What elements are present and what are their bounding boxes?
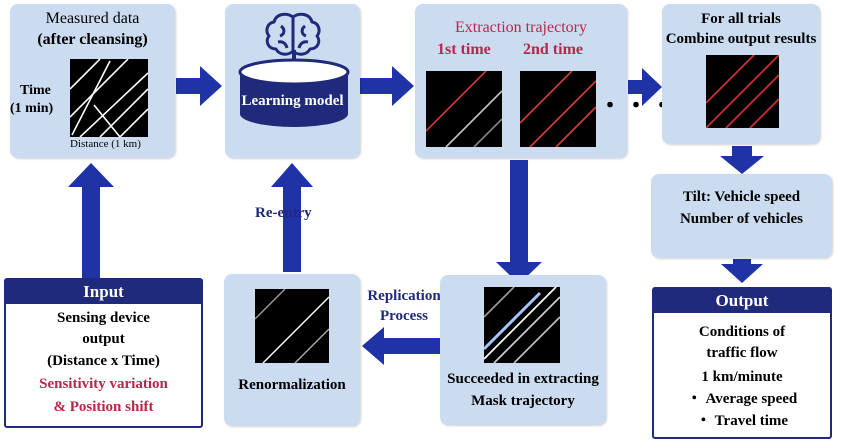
input-header: Input [6,280,201,304]
renormalization-image [255,289,329,363]
time-axis-unit: (1 min) [10,101,54,116]
output-line-4: ・ Average speed [686,391,798,407]
input-line-3: (Distance x Time) [47,353,160,369]
learning-model-panel: Learning model [225,4,360,158]
first-time-label: 1st time [437,41,491,58]
tilt-panel: Tilt: Vehicle speed Number of vehicles [651,174,832,258]
distance-axis-label: Distance (1 km) [70,138,141,150]
tilt-line-1: Tilt: Vehicle speed [682,189,801,205]
input-line-1: Sensing device [57,310,150,326]
learning-model-label: Learning model [241,93,344,109]
second-time-label: 2nd time [523,41,583,58]
succeeded-extraction-panel: Succeeded in extracting Mask trajectory [440,275,606,425]
arrow-extraction-to-succeeded [496,160,542,284]
arrow-succeeded-to-renormalization [362,327,440,365]
time-axis-label: Time [20,83,51,98]
combine-results-panel: For all trials Combine output results [662,4,820,144]
arrow-learning-to-extraction [360,66,414,106]
arrow-extraction-to-combine [628,68,662,106]
first-time-trajectory-image [426,71,502,147]
measured-data-subtitle: (after cleansing) [37,31,148,48]
more-trials-ellipsis: ・・・ [599,93,678,118]
second-time-trajectory-image [520,71,596,147]
arrow-measured-to-learning [176,66,222,106]
input-line-2: output [82,331,125,347]
arrow-tilt-to-output [721,259,763,283]
mask-trajectory-image [484,287,560,363]
measured-data-title: Measured data [45,10,140,27]
extraction-trajectory-panel: Extraction trajectory 1st time 2nd time … [415,4,673,158]
combine-line-2: Combine output results [665,31,817,47]
replication-label-line-2: Process [379,308,429,324]
database-cylinder-icon [238,58,350,127]
measured-data-panel: Measured data (after cleansing) Time (1 … [10,4,175,158]
re-entry-label: Re-entry [255,205,312,221]
renormalization-panel: Renormalization [224,274,360,426]
renormalization-label: Renormalization [238,377,346,393]
input-panel: Input Sensing device output (Distance x … [4,278,203,428]
measured-data-image [70,59,148,137]
brain-icon [265,12,321,62]
arrow-combine-to-tilt [720,146,764,174]
input-line-5: & Position shift [53,399,154,415]
arrow-renormalization-to-learning [271,163,313,272]
combine-line-1: For all trials [701,11,781,27]
succeeded-line-2: Mask trajectory [471,393,575,409]
succeeded-line-1: Succeeded in extracting [447,371,599,387]
replication-label-line-1: Replication [367,288,441,304]
tilt-line-2: Number of vehicles [679,211,804,227]
extraction-trajectory-title: Extraction trajectory [455,19,587,36]
output-header: Output [654,289,830,313]
combined-trajectory-image [706,55,779,128]
output-line-3: 1 km/minute [701,369,783,385]
output-line-1: Conditions of [698,324,786,340]
output-line-5: ・ Travel time [695,413,789,429]
arrow-input-to-measured [68,163,114,278]
output-panel: Output Conditions of traffic flow 1 km/m… [652,287,832,439]
input-line-4: Sensitivity variation [39,376,168,392]
output-line-2: traffic flow [706,345,778,361]
